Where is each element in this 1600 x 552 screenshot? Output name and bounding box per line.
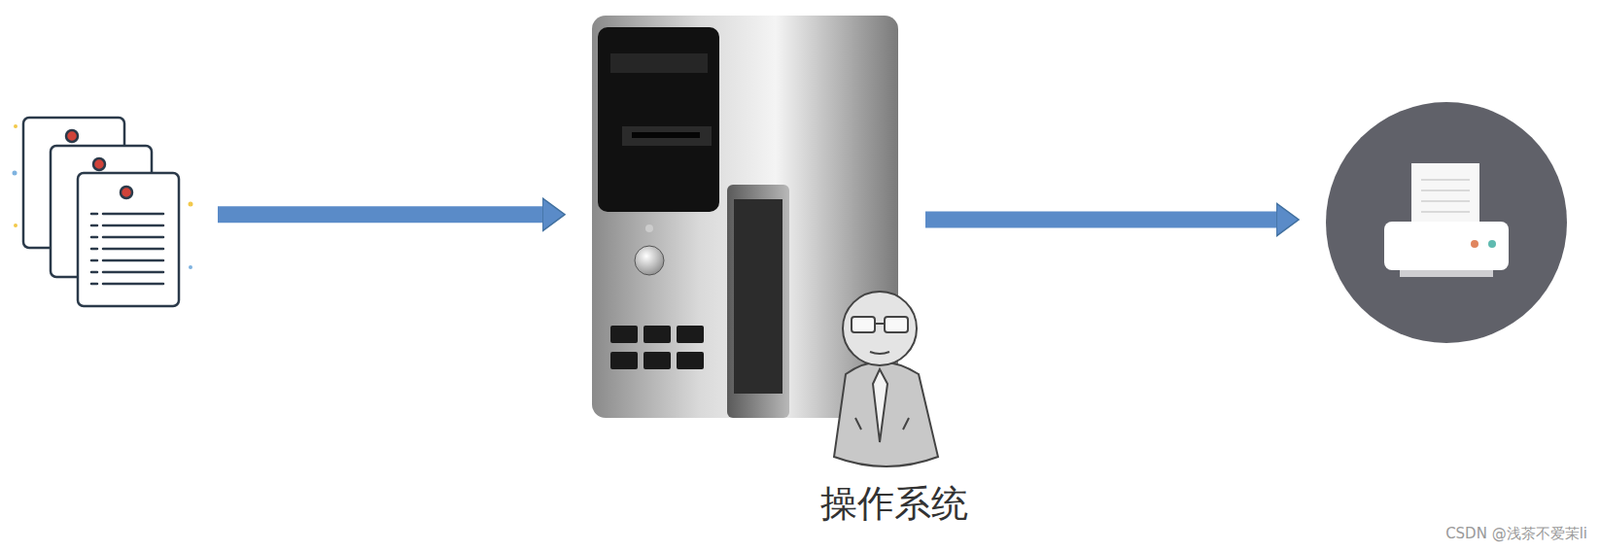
flow-arrow (217, 206, 544, 223)
computer-tower (591, 15, 899, 418)
flow-arrow (925, 211, 1278, 229)
computer-box: 操作系统 (591, 15, 899, 418)
document-stack-box (15, 117, 191, 308)
printer-box (1325, 102, 1567, 344)
node-label: 操作系统 (820, 484, 969, 525)
watermark: CSDN @浅茶不爱茉li (1445, 524, 1588, 544)
os-character (834, 291, 939, 467)
printer-icon (1325, 102, 1567, 344)
document-stack (12, 117, 194, 307)
